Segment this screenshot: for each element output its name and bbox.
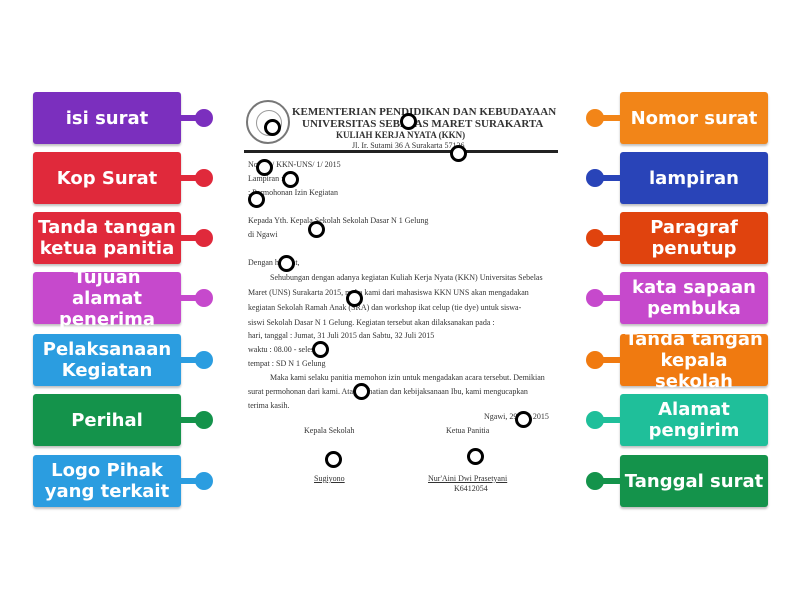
header-ministry: KEMENTERIAN PENDIDIKAN DAN KEBUDAYAAN <box>292 106 557 118</box>
connector-stem <box>603 478 620 484</box>
drop-target-chair-signature[interactable] <box>467 448 484 465</box>
drop-target-sender-address[interactable] <box>450 145 467 162</box>
drag-handle-icon[interactable] <box>195 351 213 369</box>
label-card-left[interactable]: Pelaksanaan Kegiatan <box>33 334 181 386</box>
drag-handle-icon[interactable] <box>195 411 213 429</box>
label-card-left[interactable]: Perihal <box>33 394 181 446</box>
label-card-left[interactable]: Tujuan alamat penerima <box>33 267 181 330</box>
header-address: Jl. Ir. Sutami 36 A Surakarta 57126 <box>352 141 465 150</box>
label-card-left[interactable]: Tanda tangan ketua panitia <box>33 212 181 264</box>
drag-handle-icon[interactable] <box>195 169 213 187</box>
letter-event-time: waktu : 08.00 - selesai <box>248 345 320 354</box>
connector-stem <box>181 417 197 423</box>
letter-closing-line: Maka kami selaku panitia memohon izin un… <box>270 373 545 382</box>
header-rule <box>244 150 558 153</box>
label-card-right[interactable]: Paragraf penutup <box>620 212 768 264</box>
label-card-right[interactable]: Tanggal surat <box>620 455 768 507</box>
drop-target-date[interactable] <box>515 411 532 428</box>
drop-target-subject[interactable] <box>248 191 265 208</box>
drag-handle-icon[interactable] <box>586 472 604 490</box>
label-card-right[interactable]: Alamat pengirim <box>620 394 768 446</box>
drag-handle-icon[interactable] <box>195 472 213 490</box>
drag-handle-icon[interactable] <box>586 411 604 429</box>
signature-chair-title: Ketua Panitia <box>446 426 490 435</box>
label-card-left[interactable]: Kop Surat <box>33 152 181 204</box>
drop-target-greeting[interactable] <box>278 255 295 272</box>
label-card-right[interactable]: lampiran <box>620 152 768 204</box>
signature-chair-id: K6412054 <box>454 484 488 493</box>
label-card-left[interactable]: Logo Pihak yang terkait <box>33 455 181 507</box>
letter-closing-line: terima kasih. <box>248 401 290 410</box>
letter-event-date: hari, tanggal : Jumat, 31 Juli 2015 dan … <box>248 331 435 340</box>
drag-handle-icon[interactable] <box>195 289 213 307</box>
connector-stem <box>181 357 197 363</box>
drop-target-event[interactable] <box>312 341 329 358</box>
letter-subject: : Permohonan Izin Kegiatan <box>248 188 338 197</box>
letter-closing-line: surat permohonan dari kami. Atas perhati… <box>248 387 528 396</box>
letter-image: KEMENTERIAN PENDIDIKAN DAN KEBUDAYAAN UN… <box>240 92 560 512</box>
drag-handle-icon[interactable] <box>586 289 604 307</box>
letter-body-line: kegiatan Sekolah Ramah Anak (SRA) dan wo… <box>248 303 522 312</box>
letter-greeting: Dengan hormat, <box>248 258 300 267</box>
connector-stem <box>603 357 620 363</box>
header-kkn: KULIAH KERJA NYATA (KKN) <box>336 130 466 140</box>
connector-stem <box>181 478 197 484</box>
connector-stem <box>603 295 620 301</box>
letter-event-place: tempat : SD N 1 Gelung <box>248 359 326 368</box>
signature-principal-name: Sugiyono <box>314 474 345 483</box>
label-card-right[interactable]: Nomor surat <box>620 92 768 144</box>
letter-number: No : 01/ KKN-UNS/ 1/ 2015 <box>248 160 341 169</box>
drop-target-logo[interactable] <box>264 119 281 136</box>
drag-handle-icon[interactable] <box>195 109 213 127</box>
letter-recipient: Kepada Yth. Kepala Sekolah Sekolah Dasar… <box>248 216 429 225</box>
connector-stem <box>603 175 620 181</box>
connector-stem <box>181 235 197 241</box>
drag-handle-icon[interactable] <box>195 229 213 247</box>
connector-stem <box>603 417 620 423</box>
drag-handle-icon[interactable] <box>586 229 604 247</box>
drag-handle-icon[interactable] <box>586 351 604 369</box>
label-card-right[interactable]: kata sapaan pembuka <box>620 272 768 324</box>
drop-target-number[interactable] <box>256 159 273 176</box>
header-university: UNIVERSITAS SEBELAS MARET SURAKARTA <box>302 118 544 130</box>
connector-stem <box>603 115 620 121</box>
drop-target-principal-signature[interactable] <box>325 451 342 468</box>
label-card-right[interactable]: Tanda tangan kepala sekolah <box>620 329 768 392</box>
connector-stem <box>603 235 620 241</box>
letter-body-line: Maret (UNS) Surakarta 2015, maka kami da… <box>248 288 529 297</box>
letter-body-line: Sehubungan dengan adanya kegiatan Kuliah… <box>270 273 543 282</box>
label-card-left[interactable]: isi surat <box>33 92 181 144</box>
connector-stem <box>181 295 197 301</box>
signature-chair-name: Nur'Aini Dwi Prasetyani <box>428 474 508 483</box>
drop-target-recipient[interactable] <box>308 221 325 238</box>
connector-stem <box>181 115 197 121</box>
connector-stem <box>181 175 197 181</box>
drop-target-attachment[interactable] <box>282 171 299 188</box>
drag-handle-icon[interactable] <box>586 109 604 127</box>
drop-target-body[interactable] <box>346 290 363 307</box>
drag-handle-icon[interactable] <box>586 169 604 187</box>
letter-recipient-place: di Ngawi <box>248 230 278 239</box>
signature-principal-title: Kepala Sekolah <box>304 426 355 435</box>
letter-body-line: siswi Sekolah Dasar N 1 Gelung. Kegiatan… <box>248 318 495 327</box>
drop-target-closing[interactable] <box>353 383 370 400</box>
letter-attachment: Lampiran : - <box>248 174 288 183</box>
drop-target-header[interactable] <box>400 113 417 130</box>
